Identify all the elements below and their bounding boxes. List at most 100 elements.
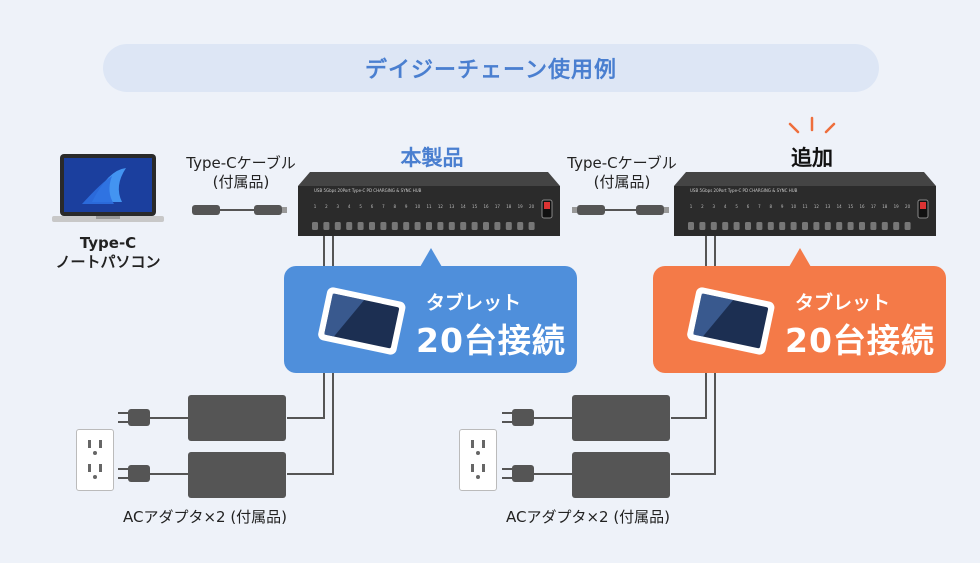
usb-port: [346, 222, 353, 230]
usb-port: [494, 222, 501, 230]
tablet-icon: [318, 287, 406, 355]
usb-port: [426, 222, 432, 230]
power-plug-icon: [502, 409, 534, 426]
usb-port: [836, 222, 843, 230]
port-number: 20: [905, 204, 911, 209]
port-number: 15: [472, 204, 478, 209]
port-number: 6: [747, 204, 750, 209]
port-number: 10: [791, 204, 797, 209]
cable1-label: Type-Cケーブル (付属品): [176, 154, 306, 192]
wall-outlet-icon: [76, 429, 114, 491]
ac-adapter: [188, 452, 286, 498]
port-number: 14: [837, 204, 843, 209]
usb-port: [460, 222, 467, 230]
port-number: 12: [438, 204, 444, 209]
usb-port: [881, 222, 888, 230]
usb-port: [334, 222, 341, 230]
hub1-label: 本製品: [400, 146, 464, 170]
bubble2: タブレット 20台接続: [653, 248, 946, 373]
usb-port: [380, 222, 387, 230]
usb-port: [699, 222, 706, 230]
port-number: 6: [371, 204, 374, 209]
usb-port: [756, 222, 763, 230]
usb-port: [824, 222, 831, 230]
port-number: 17: [495, 204, 501, 209]
laptop-icon: [52, 154, 164, 222]
laptop-label-line2: ノートパソコン: [55, 253, 161, 271]
hub2-label: 追加: [791, 146, 833, 170]
usb-port: [859, 222, 865, 230]
laptop-label: Type-C ノートパソコン: [44, 234, 172, 272]
title-text: デイジーチェーン使用例: [365, 58, 617, 83]
cable2-label-line2: (付属品): [593, 173, 651, 191]
port-number: 7: [758, 204, 761, 209]
wall-outlet-icon: [459, 429, 497, 491]
port-number: 19: [894, 204, 900, 209]
usb-port: [517, 222, 524, 230]
outlet-sockets: [88, 440, 102, 479]
port-number: 5: [359, 204, 362, 209]
usb-port: [448, 222, 455, 230]
port-number: 2: [701, 204, 704, 209]
usb-port: [391, 222, 398, 230]
power-plug-icon: [118, 409, 150, 426]
bubble1-line1: タブレット: [426, 292, 522, 314]
port-number: 11: [802, 204, 808, 209]
usb-port: [357, 222, 364, 230]
port-number: 13: [825, 204, 831, 209]
usb-port: [312, 222, 318, 230]
hub2-panel-text: USB 5Gbps 20Port Type-C PD CHARGING & SY…: [690, 188, 798, 193]
port-number: 2: [325, 204, 328, 209]
cable1-label-line2: (付属品): [212, 173, 270, 191]
usb-port: [733, 222, 740, 230]
bubble1: タブレット 20台接続: [284, 248, 577, 373]
port-number: 10: [415, 204, 421, 209]
port-number: 11: [426, 204, 432, 209]
port-number: 4: [724, 204, 727, 209]
cable2-label-line1: Type-Cケーブル: [567, 154, 677, 172]
port-number: 14: [461, 204, 467, 209]
power-plug-icon: [502, 465, 534, 482]
port-number: 3: [337, 204, 340, 209]
port-number: 16: [483, 204, 489, 209]
laptop-label-line1: Type-C: [79, 234, 137, 252]
usb-port: [710, 222, 717, 230]
usb-port: [767, 222, 774, 230]
port-number: 7: [382, 204, 385, 209]
bubble2-pointer: [789, 248, 811, 267]
burst-icon: [788, 116, 836, 134]
bubble1-pointer: [420, 248, 442, 267]
port-number: 18: [506, 204, 512, 209]
usb-port: [437, 222, 444, 230]
port-number: 3: [713, 204, 716, 209]
port-number: 16: [859, 204, 865, 209]
port-number: 18: [882, 204, 888, 209]
bubble1-line2: 20台接続: [416, 321, 566, 360]
usb-port: [847, 222, 854, 230]
usb-port: [688, 222, 694, 230]
usb-port: [893, 222, 900, 230]
usb-port: [483, 222, 489, 230]
usb-port: [403, 222, 410, 230]
port-number: 19: [518, 204, 524, 209]
usb-port: [870, 222, 877, 230]
port-number: 15: [848, 204, 854, 209]
ac-adapter: [572, 452, 670, 498]
usb-port: [904, 222, 911, 230]
cable1-label-line1: Type-Cケーブル: [186, 154, 296, 172]
hub1-panel-text: USB 5Gbps 20Port Type-C PD CHARGING & SY…: [314, 188, 422, 193]
cable2-icon: [572, 205, 669, 215]
adapter1-caption: ACアダプタ×2 (付属品): [122, 508, 288, 526]
usb-port: [369, 222, 375, 230]
tablet-icon: [687, 287, 775, 355]
port-number: 5: [735, 204, 738, 209]
bubble2-line1: タブレット: [795, 292, 891, 314]
cable2-label: Type-Cケーブル (付属品): [557, 154, 687, 192]
usb-port: [414, 222, 421, 230]
ac-adapter: [188, 395, 286, 441]
port-number: 8: [394, 204, 397, 209]
title-banner: デイジーチェーン使用例: [103, 44, 879, 92]
